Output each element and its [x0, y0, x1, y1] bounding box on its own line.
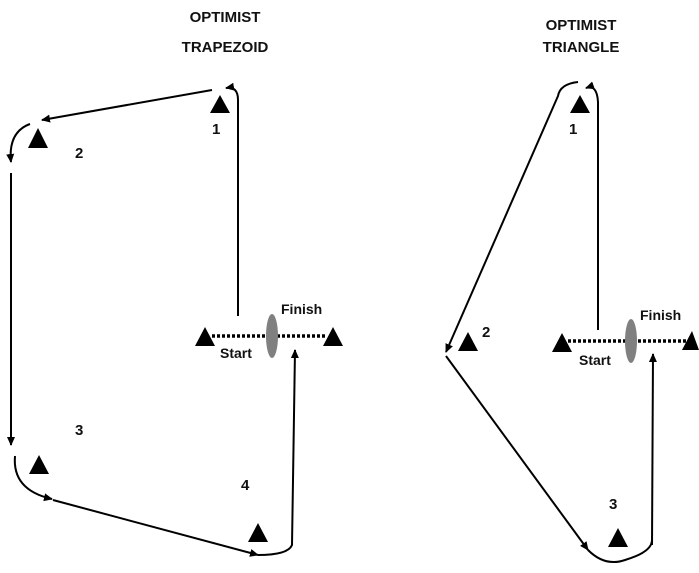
- triangle-leg-start-to-1: [585, 81, 599, 330]
- triangle-mark-2-label: 2: [482, 324, 490, 341]
- triangle-committee-boat: [625, 319, 637, 363]
- trapezoid-mark-1-label: 1: [212, 121, 220, 138]
- triangle-leg-1-to-2: [445, 81, 579, 353]
- triangle-mark-1: [570, 95, 590, 113]
- triangle-diagram: OPTIMIST TRIANGLE 1 2 3 Start Finish: [445, 17, 699, 563]
- trapezoid-title-line1: OPTIMIST: [190, 9, 261, 26]
- trapezoid-diagram: OPTIMIST TRAPEZOID 1 2 3 4 Start Finish: [6, 9, 343, 557]
- triangle-finish-mark: [682, 331, 699, 350]
- trapezoid-start-mark: [195, 327, 215, 346]
- triangle-title-line1: OPTIMIST: [546, 17, 617, 34]
- trapezoid-mark-3: [29, 455, 49, 474]
- triangle-mark-3: [608, 528, 628, 547]
- trapezoid-mark-3-label: 3: [75, 422, 83, 439]
- triangle-title-line2: TRIANGLE: [543, 39, 620, 56]
- triangle-start-label: Start: [579, 352, 611, 368]
- trapezoid-mark-2-label: 2: [75, 145, 83, 162]
- trapezoid-mark-4-label: 4: [241, 477, 250, 494]
- trapezoid-mark-4: [248, 523, 268, 542]
- trapezoid-leg-1-to-2: [41, 89, 213, 123]
- triangle-leg-2-to-3: [445, 355, 589, 551]
- trapezoid-finish-mark: [323, 327, 343, 346]
- trapezoid-title-line2: TRAPEZOID: [182, 39, 269, 56]
- trapezoid-leg-3-to-4: [52, 499, 259, 557]
- triangle-leg-3-rounding: [587, 539, 653, 563]
- triangle-mark-3-label: 3: [609, 496, 617, 513]
- trapezoid-leg-start-to-1: [225, 82, 239, 316]
- trapezoid-mark-1: [210, 95, 230, 113]
- triangle-mark-1-label: 1: [569, 121, 577, 138]
- triangle-finish-label: Finish: [640, 307, 681, 323]
- trapezoid-leg-3-rounding: [13, 455, 53, 502]
- trapezoid-leg-4-to-finish: [257, 349, 299, 556]
- trapezoid-leg-2-rounding: [6, 123, 31, 163]
- trapezoid-committee-boat: [266, 314, 278, 358]
- trapezoid-start-label: Start: [220, 345, 252, 361]
- trapezoid-mark-2: [28, 128, 48, 148]
- triangle-mark-2: [458, 332, 478, 351]
- triangle-leg-3-to-finish: [648, 353, 657, 546]
- trapezoid-finish-label: Finish: [281, 301, 322, 317]
- triangle-start-mark: [552, 333, 572, 352]
